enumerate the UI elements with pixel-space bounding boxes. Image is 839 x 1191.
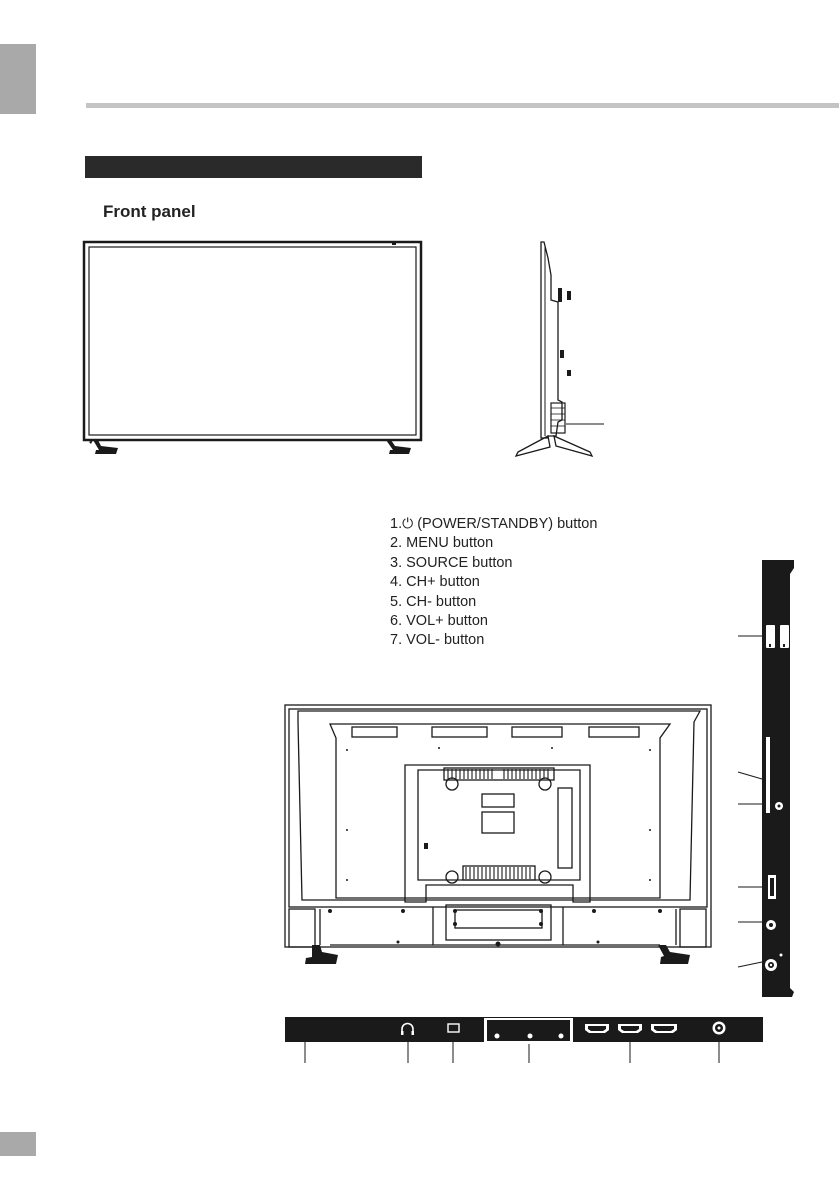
list-item: 6. VOL+ button xyxy=(390,613,488,630)
list-item: 7. VOL- button xyxy=(390,632,485,649)
power-icon: ⏻ xyxy=(402,515,414,531)
list-item: 3. SOURCE button xyxy=(390,554,513,571)
section-title-bar xyxy=(85,156,422,178)
list-item: 5. CH- button xyxy=(390,593,477,610)
page-tab-bottom xyxy=(0,1132,36,1156)
list-item-label: (POWER/STANDBY) button xyxy=(417,516,598,532)
list-item: 4. CH+ button xyxy=(390,574,480,591)
page-tab-top xyxy=(0,44,36,114)
list-item: 1.⏻ (POWER/STANDBY) button xyxy=(390,514,597,534)
button-list: 1.⏻ (POWER/STANDBY) button 2. MENU butto… xyxy=(390,514,597,651)
list-item-number: 1. xyxy=(390,516,403,532)
front-panel-heading: Front panel xyxy=(103,202,196,221)
list-item: 2. MENU button xyxy=(390,535,494,552)
header-rule xyxy=(86,103,839,108)
